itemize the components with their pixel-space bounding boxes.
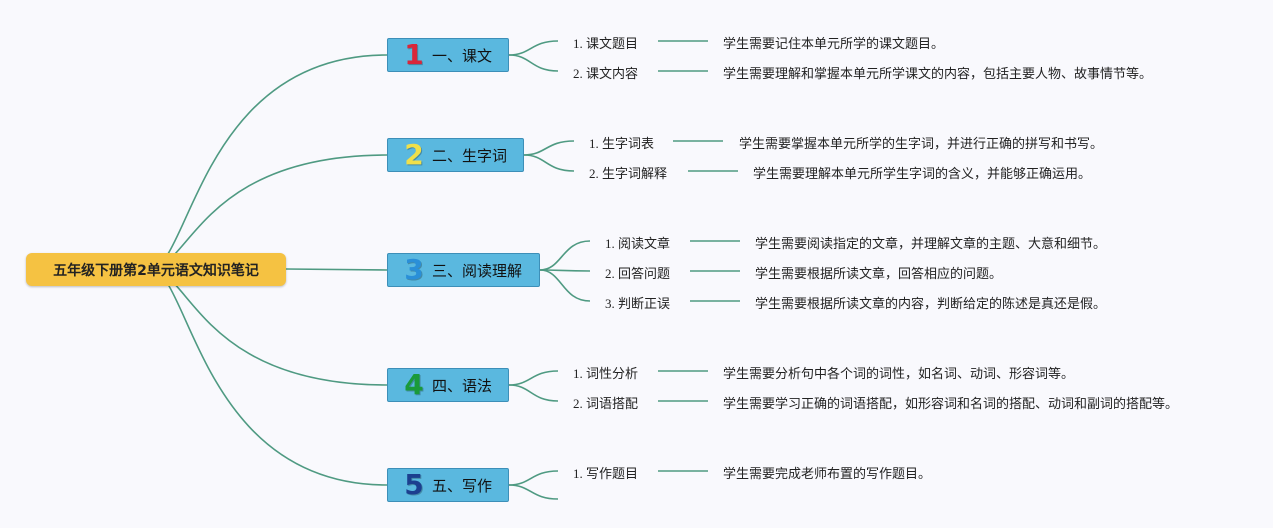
subtopic-label[interactable]: 2. 词语搭配 xyxy=(573,396,639,411)
branch-topic-5[interactable]: 5 五、写作 xyxy=(387,468,509,502)
branch-connector xyxy=(508,484,559,500)
subtopic-description: 学生需要完成老师布置的写作题目。 xyxy=(723,467,932,482)
branch-connector xyxy=(508,40,559,56)
branch-label: 一、课文 xyxy=(432,46,493,65)
branch-topic-4[interactable]: 4 四、语法 xyxy=(387,368,509,402)
subtopic-description: 学生需要根据所读文章，回答相应的问题。 xyxy=(755,267,1003,282)
branch-connector xyxy=(508,384,559,402)
root-connector xyxy=(149,268,388,386)
root-topic[interactable]: 五年级下册第2单元语文知识笔记 xyxy=(26,253,286,286)
branch-connector xyxy=(523,154,575,172)
root-connector xyxy=(149,154,388,270)
subtopic-label[interactable]: 2. 生字词解释 xyxy=(589,166,668,181)
branch-connector xyxy=(539,240,591,271)
subtopic-label[interactable]: 3. 判断正误 xyxy=(605,296,671,311)
subtopic-description: 学生需要分析句中各个词的词性，如名词、动词、形容词等。 xyxy=(723,367,1075,382)
branch-connector xyxy=(508,54,559,72)
subtopic-description: 学生需要阅读指定的文章，并理解文章的主题、大意和细节。 xyxy=(755,237,1107,252)
branch-label: 三、阅读理解 xyxy=(432,261,523,280)
branch-topic-2[interactable]: 2 二、生字词 xyxy=(387,138,524,172)
subtopic-description: 学生需要根据所读文章的内容，判断给定的陈述是真还是假。 xyxy=(755,297,1107,312)
subtopic-description: 学生需要理解本单元所学生字词的含义，并能够正确运用。 xyxy=(753,167,1092,182)
branch-label: 四、语法 xyxy=(432,376,493,395)
root-topic-label: 五年级下册第2单元语文知识笔记 xyxy=(53,262,259,279)
number-5-icon: 5 xyxy=(404,468,424,501)
subtopic-description: 学生需要掌握本单元所学的生字词，并进行正确的拼写和书写。 xyxy=(739,137,1104,152)
subtopic-description: 学生需要记住本单元所学的课文题目。 xyxy=(723,37,945,52)
subtopic-label[interactable]: 1. 阅读文章 xyxy=(605,236,671,251)
subtopic-label[interactable]: 1. 写作题目 xyxy=(573,466,639,481)
subtopic-label[interactable]: 1. 词性分析 xyxy=(573,366,639,381)
branch-topic-3[interactable]: 3 三、阅读理解 xyxy=(387,253,540,287)
root-connector xyxy=(285,268,388,271)
branch-label: 五、写作 xyxy=(432,476,493,495)
subtopic-label[interactable]: 1. 生字词表 xyxy=(589,136,655,151)
subtopic-label[interactable]: 1. 课文题目 xyxy=(573,36,639,51)
branch-connector xyxy=(523,140,575,156)
root-connector xyxy=(149,54,388,270)
subtopic-description: 学生需要学习正确的词语搭配，如形容词和名词的搭配、动词和副词的搭配等。 xyxy=(723,397,1179,412)
number-3-icon: 3 xyxy=(404,253,424,286)
subtopic-label[interactable]: 2. 课文内容 xyxy=(573,66,639,81)
branch-topic-1[interactable]: 1 一、课文 xyxy=(387,38,509,72)
branch-connector xyxy=(508,470,559,486)
branch-label: 二、生字词 xyxy=(432,146,508,165)
number-1-icon: 1 xyxy=(404,38,424,71)
root-connector xyxy=(149,268,388,486)
subtopic-label[interactable]: 2. 回答问题 xyxy=(605,266,671,281)
number-2-icon: 2 xyxy=(404,138,424,171)
subtopic-description: 学生需要理解和掌握本单元所学课文的内容，包括主要人物、故事情节等。 xyxy=(723,67,1153,82)
branch-connector xyxy=(539,269,591,302)
number-4-icon: 4 xyxy=(404,368,424,401)
branch-connector xyxy=(508,370,559,386)
